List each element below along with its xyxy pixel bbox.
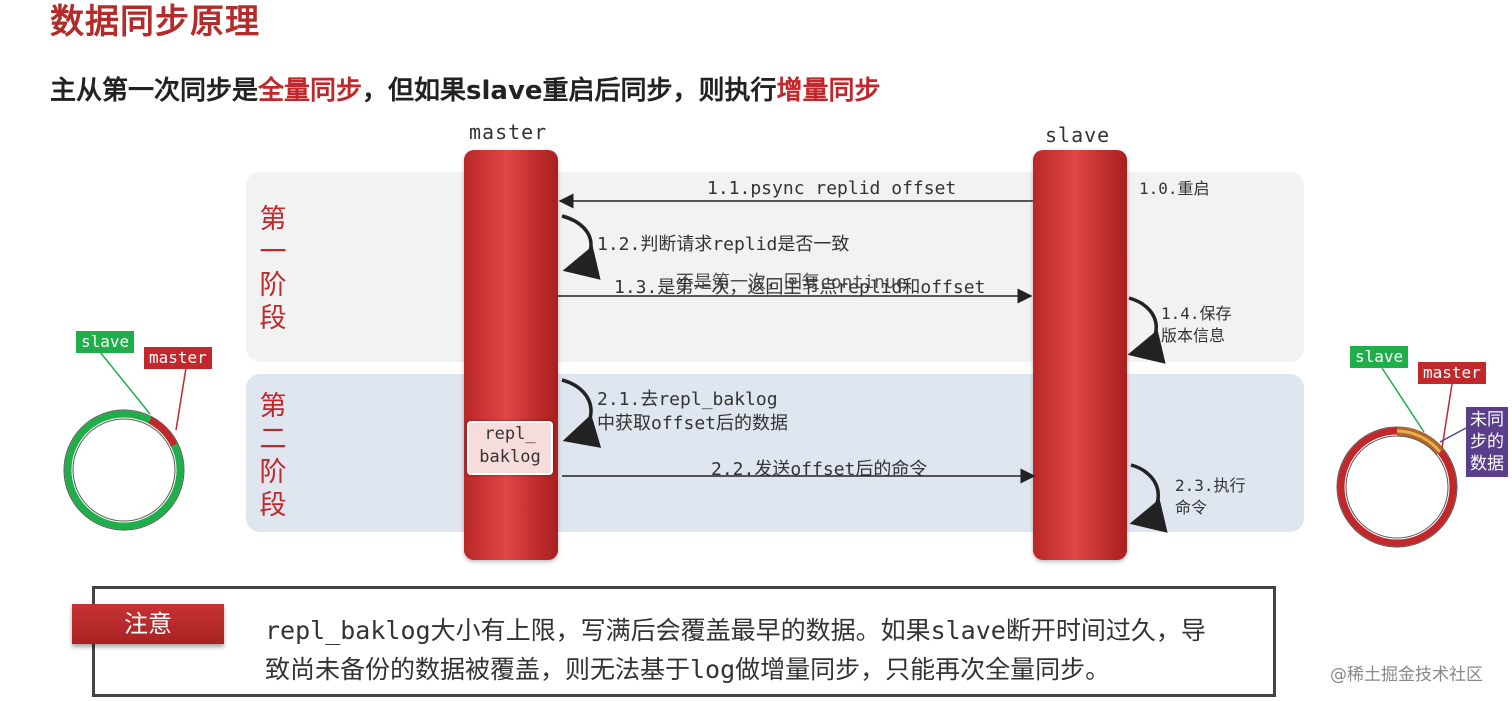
step-1-4-line2: 版本信息 <box>1161 326 1226 345</box>
unsynced-line: 未同 <box>1470 410 1504 430</box>
right-master-pointer <box>1441 383 1453 449</box>
right-ring-unsynced-highlight <box>1396 429 1442 453</box>
baklog-line1: repl_ <box>484 424 536 444</box>
stage-char: 段 <box>259 303 287 334</box>
left-ring-green <box>64 410 184 530</box>
loop-slave-1-4 <box>1127 296 1166 364</box>
right-unsynced-data-tag: 未同 步的 数据 <box>1466 407 1508 477</box>
step-1-0-restart: 1.0.重启 <box>1139 179 1210 198</box>
note-box <box>92 586 1276 697</box>
stage-char: 阶 <box>259 457 287 488</box>
step-1-3-not-first: 不是第一次，回复continue <box>676 272 907 293</box>
subtitle-text-1: 主从第一次同步是 <box>50 76 259 106</box>
stage-char: 第 <box>259 204 287 235</box>
watermark: @稀土掘金技术社区 <box>1330 665 1483 685</box>
stage-char: 阶 <box>259 270 287 301</box>
step-2-2-send-commands: 2.2.发送offset后的命令 <box>711 459 928 480</box>
right-unsynced-pointer <box>1439 427 1467 443</box>
left-ring-inner-outline <box>72 418 176 522</box>
stage-label-first: 第 一 阶 段 <box>258 203 288 335</box>
stage-char: 第 <box>259 391 287 422</box>
step-2-3-line1: 2.3.执行 <box>1175 476 1246 495</box>
step-2-1-line2: 中获取offset后的数据 <box>597 413 789 434</box>
master-lifeline-title: master <box>469 120 548 144</box>
page-title: 数据同步原理 <box>50 2 260 42</box>
phase-two-background <box>246 374 1304 532</box>
note-line2: 致尚未备份的数据被覆盖，则无法基于log做增量同步，只能再次全量同步。 <box>265 655 1111 684</box>
stage-label-second: 第 二 阶 段 <box>258 390 288 522</box>
subtitle-highlight-full-sync: 全量同步 <box>258 76 363 106</box>
step-1-1-psync: 1.1.psync replid offset <box>707 178 957 199</box>
left-ring-red-segment <box>148 416 178 447</box>
step-1-2-check-replid: 1.2.判断请求replid是否一致 <box>597 234 850 255</box>
step-2-1-fetch-baklog: 2.1.去repl_baklog 中获取offset后的数据 <box>597 388 788 436</box>
page-subtitle: 主从第一次同步是全量同步，但如果slave重启后同步，则执行增量同步 <box>50 70 881 107</box>
right-slave-pointer <box>1381 367 1425 433</box>
subtitle-text-2: ，但如果slave重启后同步，则执行 <box>362 76 777 106</box>
step-2-3-execute: 2.3.执行 命令 <box>1175 475 1246 519</box>
master-lifeline <box>464 150 558 560</box>
unsynced-line: 数据 <box>1470 454 1504 474</box>
stage-char: 段 <box>259 490 287 521</box>
right-ring-outer-outline <box>1336 426 1458 548</box>
note-text: repl_baklog大小有上限，写满后会覆盖最早的数据。如果slave断开时间… <box>265 611 1275 689</box>
left-ring-outer-outline <box>63 409 185 531</box>
step-2-1-line1: 2.1.去repl_baklog <box>597 389 778 410</box>
unsynced-line: 步的 <box>1470 432 1504 452</box>
loop-master-1-2 <box>561 214 601 280</box>
step-1-4-save-version: 1.4.保存 版本信息 <box>1161 303 1232 347</box>
loop-master-2-1 <box>561 378 602 448</box>
repl-baklog-box: repl_ baklog <box>467 421 553 475</box>
left-master-pointer <box>175 367 187 431</box>
stage-char: 二 <box>259 424 287 455</box>
step-1-4-line1: 1.4.保存 <box>1161 304 1232 323</box>
subtitle-highlight-incremental-sync: 增量同步 <box>776 76 881 106</box>
right-slave-tag: slave <box>1350 346 1409 368</box>
step-2-3-line2: 命令 <box>1175 498 1208 517</box>
left-master-tag: master <box>144 347 212 369</box>
slave-lifeline <box>1033 150 1127 560</box>
baklog-line2: baklog <box>479 447 541 467</box>
left-slave-tag: slave <box>76 331 135 353</box>
note-line1: repl_baklog大小有上限，写满后会覆盖最早的数据。如果slave断开时间… <box>265 616 1206 645</box>
loop-slave-2-3 <box>1129 463 1168 533</box>
right-ring-inner-outline <box>1345 435 1449 539</box>
step-1-3-return-replid: 1.3.是第一次，返回主节点replid和offset <box>614 277 986 298</box>
slave-lifeline-title: slave <box>1045 123 1111 147</box>
left-slave-pointer <box>99 351 151 415</box>
stage-char: 一 <box>259 237 287 268</box>
note-tag: 注意 <box>72 604 224 644</box>
right-master-tag: master <box>1418 362 1486 384</box>
